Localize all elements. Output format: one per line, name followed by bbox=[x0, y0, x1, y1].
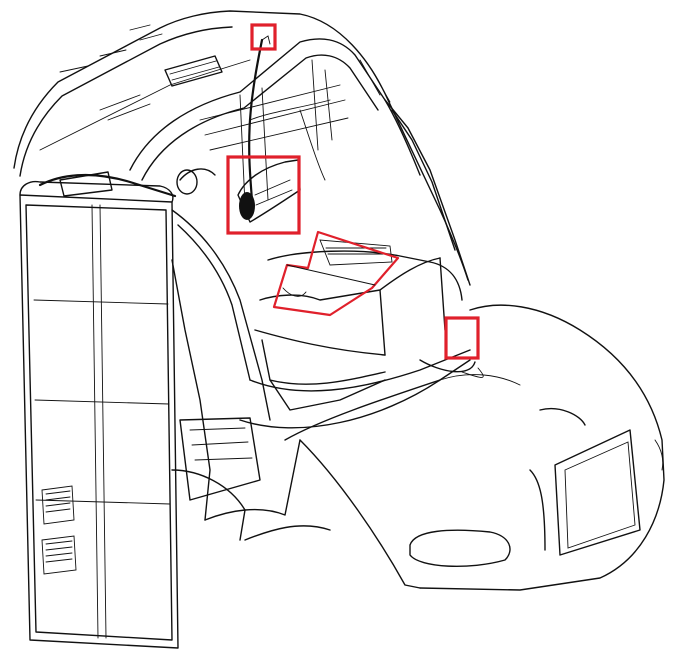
dash-panel bbox=[254, 239, 463, 411]
cab-roof bbox=[13, 10, 469, 281]
windshield-frame bbox=[129, 38, 471, 286]
callout-roof-harness-end bbox=[250, 23, 277, 51]
callout-overhead-module bbox=[226, 155, 301, 235]
callout-highlights bbox=[226, 23, 480, 360]
callout-firewall-pass-through bbox=[444, 316, 480, 360]
hood bbox=[284, 304, 665, 591]
callout-dash-panel bbox=[272, 230, 400, 317]
overhead-harness bbox=[176, 35, 331, 202]
overhead-module bbox=[237, 159, 301, 223]
door-opening bbox=[171, 209, 271, 541]
cab-floor bbox=[204, 349, 471, 541]
cab-back-wall bbox=[19, 171, 179, 649]
